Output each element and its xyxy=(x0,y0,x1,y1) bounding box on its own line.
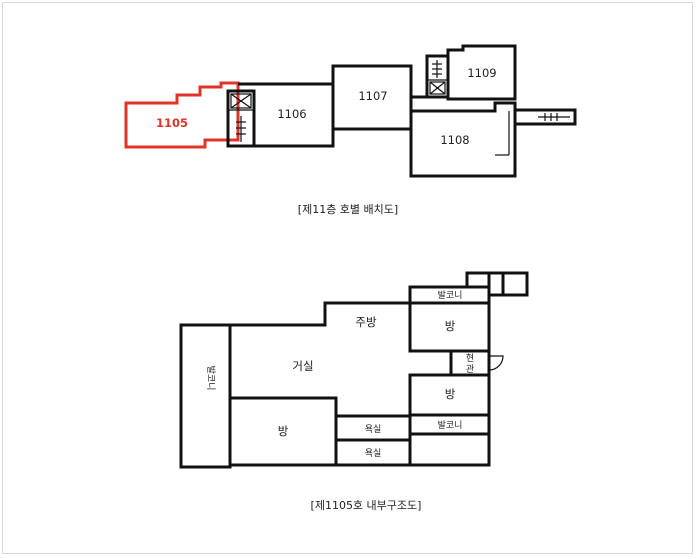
unit-1107-label: 1107 xyxy=(358,89,387,103)
room-mid-right-label: 방 xyxy=(445,387,456,401)
unit-1106-label: 1106 xyxy=(277,107,306,121)
entrance-door-icon xyxy=(488,355,504,371)
unit-1108-label: 1108 xyxy=(440,133,469,147)
unit-1109-outline xyxy=(446,44,517,101)
entrance-label-char-2: 관 xyxy=(466,364,474,375)
kitchen-label: 주방 xyxy=(355,315,377,329)
balcony-right-label: 발코니 xyxy=(438,420,463,431)
unit-interior-diagram: 발코니 방 거실 주방 욕실 욕실 발코니 방 현 관 방 xyxy=(179,271,529,469)
bath-1-label: 욕실 xyxy=(365,424,382,435)
unit-1105-outline xyxy=(124,81,240,149)
bath-2-label: 욕실 xyxy=(365,448,382,459)
balcony-left-label: 발코니 xyxy=(205,366,216,391)
entrance-label-char-1: 현 xyxy=(466,353,474,364)
room-bottom-left-label: 방 xyxy=(278,424,289,438)
balcony-right-area xyxy=(408,413,491,436)
unit-1109-label: 1109 xyxy=(467,66,496,80)
room-top-right-label: 방 xyxy=(445,319,456,333)
balcony-top-label: 발코니 xyxy=(438,290,463,301)
living-room-label: 거실 xyxy=(292,359,313,373)
floor-layout-caption: [제11층 호별 배치도] xyxy=(298,203,398,216)
corridor-right xyxy=(515,108,577,126)
balcony-left-area xyxy=(179,323,232,469)
unit-interior-caption: [제1105호 내부구조도] xyxy=(311,499,422,512)
unit-1108-outline xyxy=(409,101,517,178)
floor-layout-diagram: 1105 1106 1107 1108 xyxy=(124,44,577,178)
unit-1105-label: 1105 xyxy=(156,116,188,130)
